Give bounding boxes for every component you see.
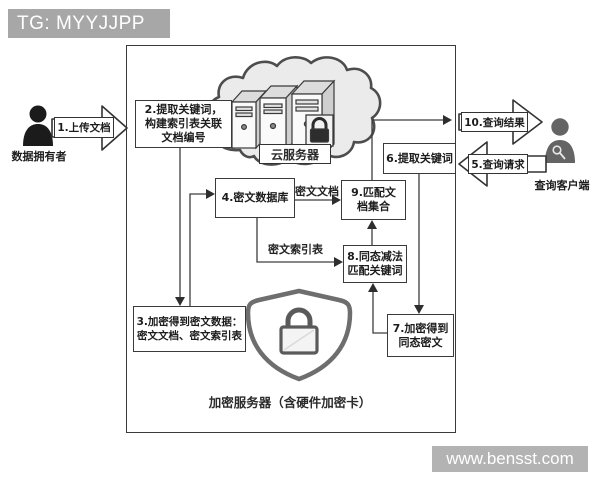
shield-lock-icon [245, 288, 353, 382]
node-homomorphic-subtract: 8.同态减法 匹配关键词 [343, 245, 407, 283]
server-rack-icon [230, 79, 336, 159]
lock-icon [305, 114, 334, 147]
edge-label-cipher-index: 密文索引表 [268, 243, 323, 256]
edge-7-to-8 [372, 290, 387, 334]
cloud-server-label: 云服务器 [259, 144, 331, 164]
node-extract-keywords: 6.提取关键词 [383, 143, 456, 174]
edge-lines [179, 119, 445, 334]
node-homomorphic-cipher: 7.加密得到 同态密文 [387, 314, 454, 357]
tg-badge: TG: MYYJJPP [8, 9, 170, 38]
flow-label-query-request: 5.查询请求 [468, 154, 528, 174]
node-extract-build-index: 2.提取关键词， 构建索引表关联 文档编号 [135, 100, 232, 148]
data-owner-label: 数据拥有者 [11, 150, 67, 163]
edge-3-to-4 [189, 193, 208, 306]
cloud-icon [206, 56, 382, 166]
flow-label-query-result: 10.查询结果 [461, 112, 528, 132]
node-encrypt-data: 3.加密得到密文数据： 密文文档、密文索引表 [133, 306, 246, 352]
node-matched-docs: 9.匹配文 档集合 [341, 180, 406, 220]
edge-label-cipher-doc: 密文文档 [295, 185, 339, 198]
flow-label-upload: 1.上传文档 [54, 117, 114, 138]
query-client-label: 查询客户端 [534, 179, 590, 192]
edge-4-to-8 [256, 218, 336, 263]
crypto-server-label: 加密服务器（含硬件加密卡） [208, 395, 372, 410]
watermark: www.bensst.com [432, 446, 588, 472]
node-cipher-db: 4.密文数据库 [215, 178, 295, 218]
edge-9-to-result [371, 119, 445, 180]
person-search-icon [545, 118, 575, 163]
edge-arrowheads [175, 115, 452, 314]
person-icon [23, 105, 53, 146]
